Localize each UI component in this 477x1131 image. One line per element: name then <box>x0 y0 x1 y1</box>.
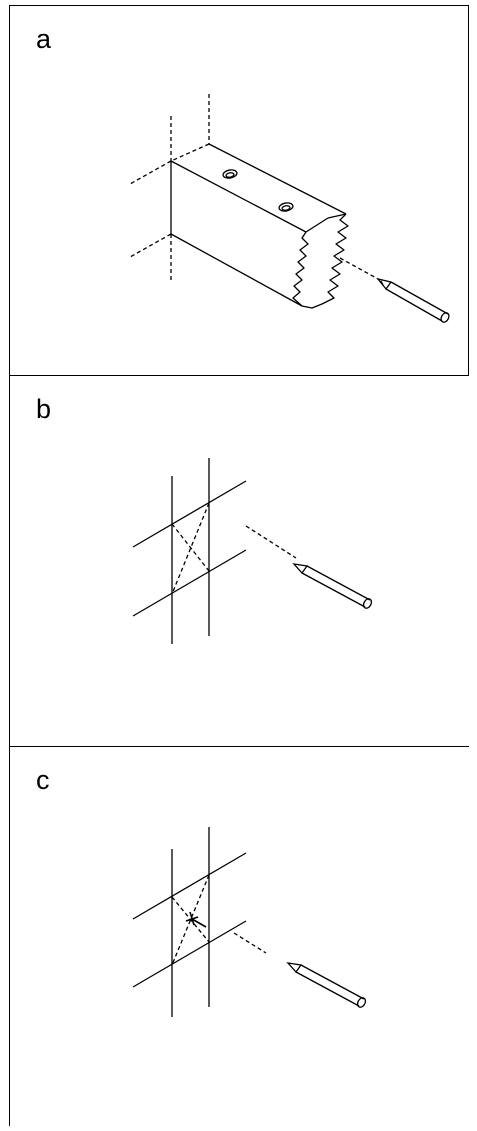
beam-body <box>170 143 349 309</box>
diagonal-line-top <box>132 480 247 548</box>
grid-marking-illustration <box>132 458 373 644</box>
panel-c: c <box>9 746 469 1126</box>
panel-label-c: c <box>36 765 50 795</box>
pencil-icon <box>292 563 373 609</box>
jagged-break-edge <box>292 231 309 307</box>
pencil-icon <box>377 278 450 323</box>
center-mark-illustration <box>132 827 367 1017</box>
hole-1 <box>222 169 238 179</box>
diagonal-line-top <box>132 852 247 920</box>
diagonal-line-bottom <box>132 549 247 617</box>
panel-label-b: b <box>36 394 52 424</box>
panel-a: a <box>9 5 469 376</box>
beam-marking-illustration <box>129 94 450 323</box>
panel-b: b <box>9 375 469 747</box>
dashed-cross <box>171 502 297 595</box>
panel-label-a: a <box>36 24 52 54</box>
hole-2 <box>278 202 294 212</box>
diagonal-line-bottom <box>132 920 247 988</box>
dashed-reference-lines <box>129 94 379 280</box>
pencil-icon <box>286 962 367 1008</box>
center-mark <box>185 911 207 928</box>
